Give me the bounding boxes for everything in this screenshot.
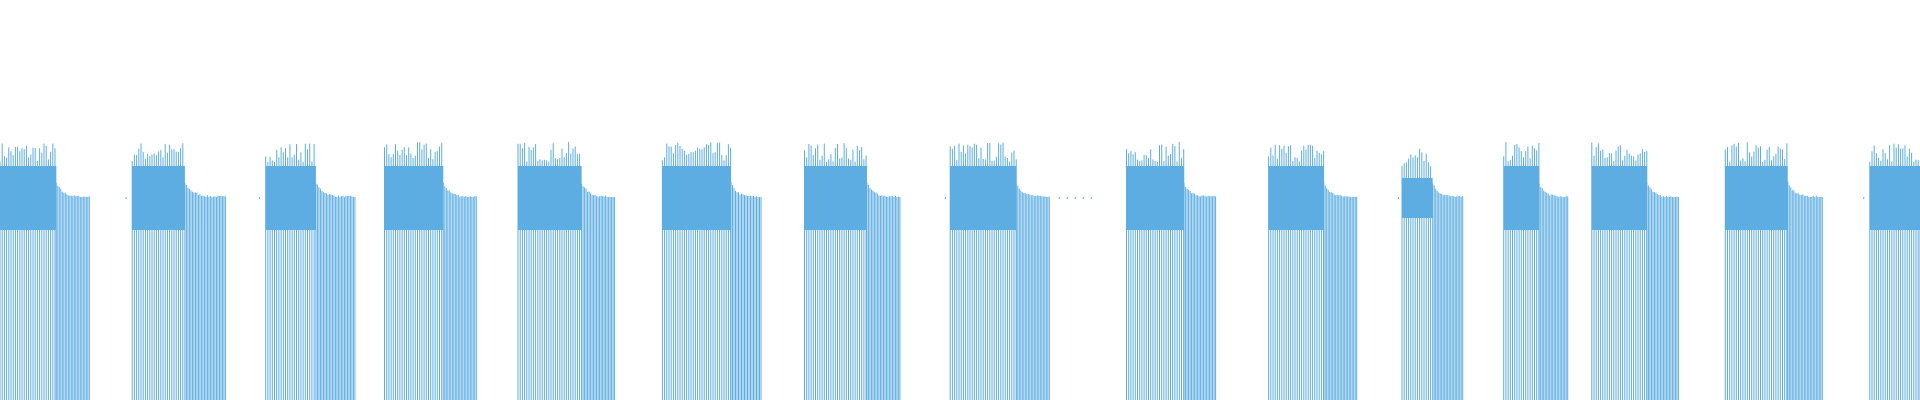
burst-body <box>1268 166 1324 230</box>
burst-body <box>384 166 444 230</box>
burst-body <box>662 166 732 230</box>
burst-body <box>517 166 582 230</box>
burst-body <box>1869 166 1920 230</box>
burst-body <box>265 166 316 230</box>
